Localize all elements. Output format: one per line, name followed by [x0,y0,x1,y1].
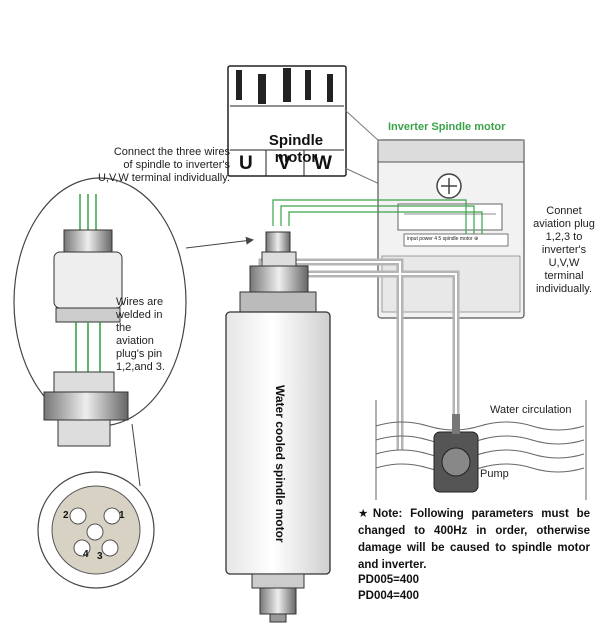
welded-label: Wires are welded in the aviation plug's … [116,296,165,373]
terminal-w: W [314,153,332,174]
connect-wires-label: Connect the three wires of spindle to in… [97,146,230,184]
param-pd004: PD004=400 [358,590,420,602]
pin-label-2: 2 [63,510,69,521]
plug-pin-face [37,423,155,589]
connection-arrow [185,236,254,249]
terminal-v: V [278,153,291,174]
water-circulation-label: Water circulation [490,404,572,416]
aviation-plug-zoom [13,177,187,447]
terminal-callout [227,65,347,177]
inverter-wires [272,199,483,234]
pump [433,414,479,493]
pump-label: Pump [480,468,509,480]
spindle-body-label: Water cooled spindle motor [273,385,287,543]
param-pd005: PD005=400 [358,574,420,586]
terminal-u: U [239,153,253,174]
water-tank [375,400,587,500]
inverter-title: Inverter Spindle motor [388,121,506,133]
pin-label-4: 4 [83,549,89,560]
pin-label-3: 3 [97,551,103,562]
parameter-note: ★Note: Following parameters must be chan… [358,508,590,571]
inverter-terminal-strip: input power 4 5 spindle motor ⊕ [407,236,479,242]
spindle-motor [225,231,331,623]
callout-title: Spindle motor [268,132,324,166]
pin-label-1: 1 [119,510,125,521]
aviation-plug-label: Connet aviation plug 1,2,3 to inverter's… [533,205,595,295]
